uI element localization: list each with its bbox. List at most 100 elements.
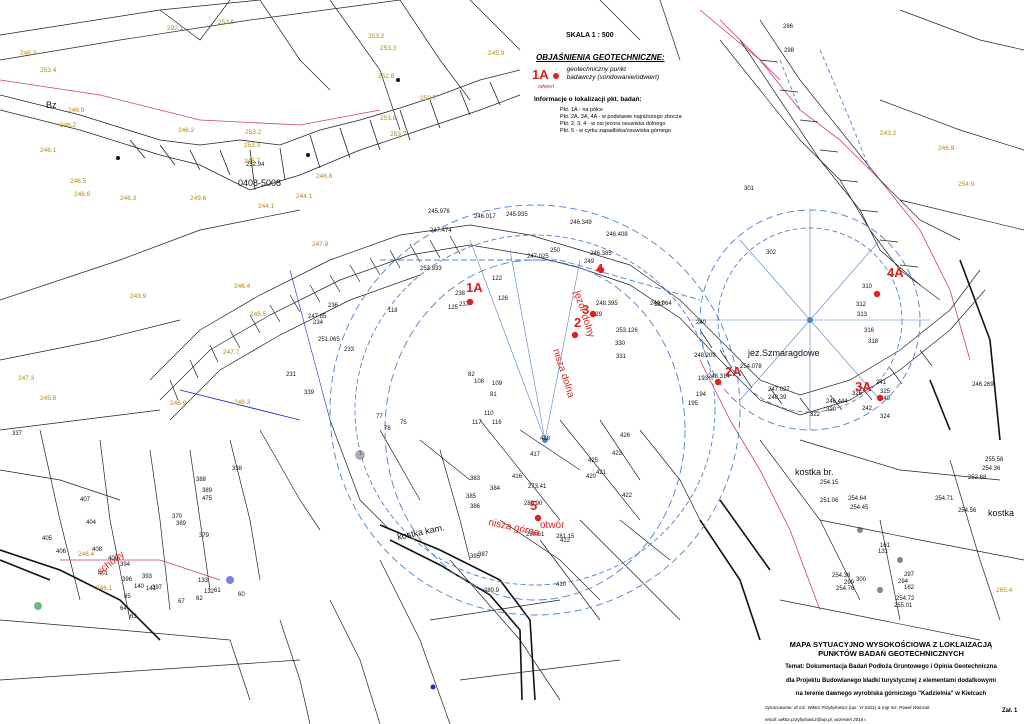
geo-point-icon [589,310,597,318]
spot-height-orange: 245.7 [244,158,261,165]
point-number: 389 [202,488,213,494]
spot-height-orange: 246.9 [938,145,955,152]
geotechnical-points: 1A2A3A4A2345 [466,261,904,522]
point-number: 250 [550,248,561,254]
geo-point-icon [876,394,884,402]
curb-label-2: kostka br. [795,467,834,477]
title-block: MAPA SYTUACYJNO WYSOKOŚCIOWA Z LOKLAIZAC… [760,640,1022,723]
spot-height-orange: 243.9 [130,293,147,300]
point-number: 422 [622,493,633,499]
spot-height-black: 252.68 [968,475,987,481]
sheet-number: Zał. 1 [1002,708,1018,714]
point-number: 338 [232,466,243,472]
point-number: 297 [904,572,915,578]
geo-point-icon [873,290,881,298]
point-number: 108 [474,379,485,385]
spot-height-black: 280.90 [524,501,543,507]
point-number: 161 [880,543,891,549]
spot-height-orange: 265.4 [996,587,1013,594]
point-number: 327 [654,302,665,308]
spot-height-black: 247.85 [308,314,327,320]
author-line-1: Opracowanie: dr inż. Wiktor Przybyłowicz… [765,704,930,710]
info-heading: Informacje o lokalizacji pkt. badań: [534,96,642,103]
legend-heading: OBJAŚNIENIA GEOTECHNICZNE: [536,53,665,62]
point-number: 330 [615,341,626,347]
point-number: 393 [142,574,153,580]
author-line-2: email: wiktor.przybylowicz@wp.pl, wrzesi… [765,716,868,722]
spot-height-black: 253.933 [420,266,442,272]
point-number: 475 [202,496,213,502]
point-number: 337 [12,431,23,437]
spot-height-black: 253.126 [616,328,638,334]
point-number: 118 [388,308,398,314]
spot-height-orange: 253.8 [380,115,397,122]
point-number: 64 [120,606,127,612]
spot-height-black: 254.76 [836,586,855,592]
point-number: 410 [556,582,567,588]
spot-height-black: 246.408 [606,232,628,238]
point-number: 75 [400,420,407,426]
point-number: 416 [512,474,523,480]
point-number: 77 [376,414,383,420]
point-number: 67 [178,599,185,605]
upper-niche-label: nisza górna [487,517,540,539]
spot-height-black: 247.025 [527,254,549,260]
point-number: 109 [492,381,503,387]
info-item: Pkt. 2A, 3A, 4A - w podstawie najniższeg… [560,114,682,120]
geo-point-icon [571,331,579,339]
point-number: 132 [204,589,215,595]
point-number: 318 [868,339,879,345]
geo-point-label: 4A [887,265,904,280]
point-number: 395 [470,554,481,560]
spot-height-black: 254.36 [982,466,1001,472]
point-number: 426 [620,433,631,439]
geo-point-label: 2 [574,315,581,330]
legend-desc-1: geotechniczny punkt [566,66,626,73]
point-number: 126 [498,296,509,302]
point-number: 240 [696,320,707,326]
spot-height-orange: 253.9 [218,19,235,26]
point-number: 249 [584,259,595,265]
spot-height-orange: 253.3 [244,142,261,149]
spot-height-black: 254.56 [958,508,977,514]
point-number: 294 [898,579,909,585]
point-number: 117 [472,420,482,426]
spot-height-orange: 246.3 [120,195,137,202]
spot-height-black: 246.017 [474,214,496,220]
spot-height-black: 280.61 [526,532,545,538]
point-number: 125 [448,305,459,311]
spot-height-black: 251.065 [318,337,340,343]
spot-height-black: 245.976 [428,209,450,215]
spot-height-black: 249.064 [650,301,672,307]
map-title-1: MAPA SYTUACYJNO WYSOKOŚCIOWA Z LOKLAIZAC… [789,640,993,649]
point-number: 116 [492,420,502,426]
point-number: 425 [588,458,599,464]
point-number: 396 [122,577,133,583]
point-number: 248 [880,396,891,402]
point-number: 234 [313,320,324,326]
geo-point-icon [597,266,605,274]
geo-point-label: 3 [582,302,589,317]
parcel-label: Bz [46,100,57,110]
point-number: 418 [540,436,551,442]
road-code-label: 0408-5008 [238,178,281,188]
spot-height-black: 254.64 [848,496,867,502]
geo-point-label: 5 [530,498,537,513]
spot-height-black: 246.349 [570,220,592,226]
blue-contours [179,49,930,616]
point-number: 122 [492,276,503,282]
topic-line-2: dla Projektu Budowlanego kładki turystyc… [785,677,997,684]
geo-point-label: 2A [725,364,742,379]
hole-label: otwór [540,520,565,531]
spot-height-orange: 245.9 [488,50,505,57]
point-numbers: 2862982502493273293313304104124164174184… [12,24,915,620]
legend-desc-2: badawczy (sondowanie/odwiert) [566,74,660,81]
point-number: 325 [880,389,891,395]
point-number: 241 [876,380,887,386]
lake-label: jez.Szmaragdowe [747,348,820,358]
point-number: 82 [468,372,475,378]
spot-height-orange: 246.5 [70,178,87,185]
